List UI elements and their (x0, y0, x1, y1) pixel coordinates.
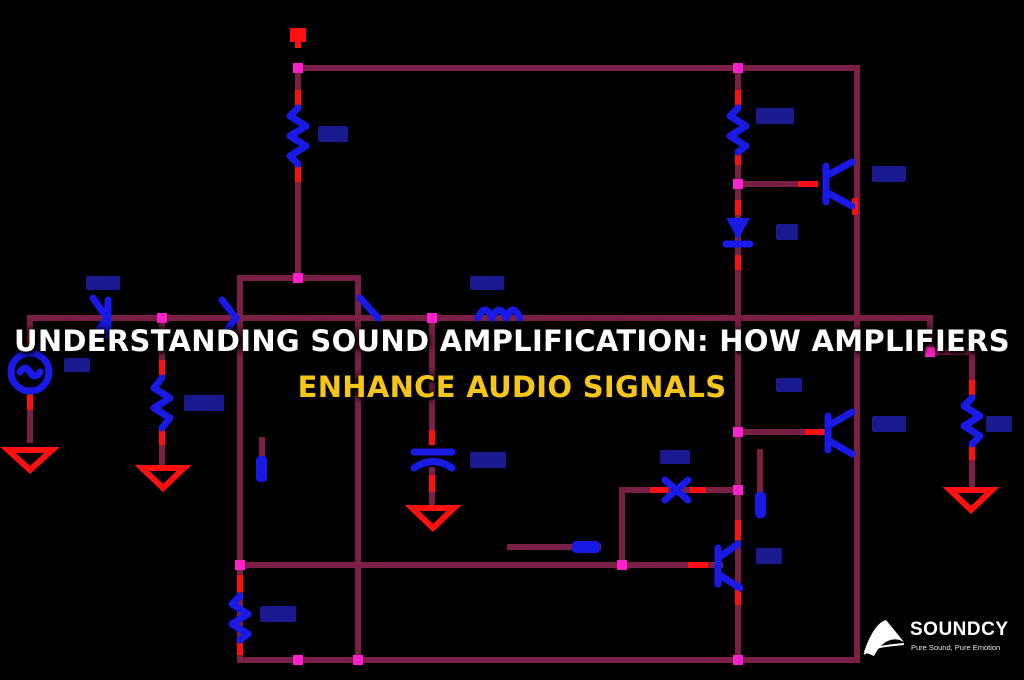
brand-tagline: Pure Sound, Pure Emotion (911, 643, 1001, 652)
inductor (474, 306, 524, 322)
probes (256, 456, 766, 553)
diodes (89, 218, 754, 504)
capacitor (410, 448, 456, 472)
junction-nodes (157, 63, 935, 665)
component-labels (64, 108, 1012, 622)
wave-arrow-icon (863, 620, 905, 656)
brand-name: SOUNDCY (910, 619, 1009, 640)
ground-symbols (0, 447, 1000, 533)
brand-logo: SOUNDCY Pure Sound, Pure Emotion (860, 612, 1020, 662)
signal-source (7, 349, 53, 395)
page-title: UNDERSTANDING SOUND AMPLIFICATION: HOW A… (0, 318, 1024, 410)
resistors (150, 104, 984, 644)
title-line-primary: UNDERSTANDING SOUND AMPLIFICATION: HOW A… (14, 324, 1010, 358)
title-line-accent: ENHANCE AUDIO SIGNALS (297, 370, 727, 404)
transistors (714, 158, 856, 592)
terminals (27, 28, 975, 655)
